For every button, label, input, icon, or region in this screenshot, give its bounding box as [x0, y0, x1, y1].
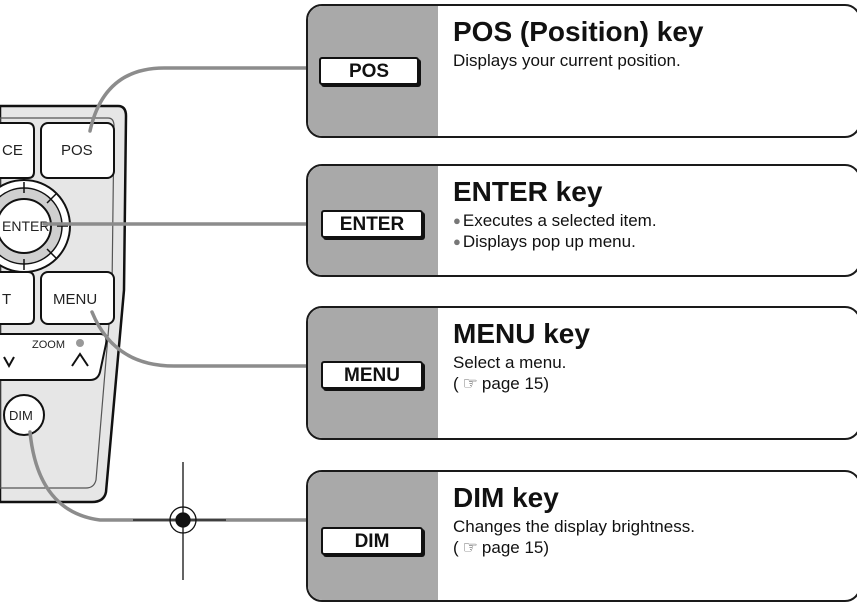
pos-key-description: Displays your current position. [453, 51, 681, 70]
hand-pointer-icon: ☞ [462, 538, 478, 557]
svg-text:MENU: MENU [53, 291, 97, 308]
svg-text:T: T [2, 291, 11, 308]
remote-dpad: ENTER [0, 179, 71, 273]
zoom-up-arrow-icon [71, 352, 89, 367]
remote-ce-button: CE [0, 122, 35, 179]
svg-text:POS: POS [61, 142, 93, 159]
menu-key-title: MENU key [453, 318, 590, 349]
remote-pos-button: POS [40, 122, 115, 179]
registration-mark-icon [133, 462, 226, 580]
pos-key-panel: POS POS (Position) key Displays your cur… [306, 4, 857, 138]
remote-zoom-rocker: ZOOM [0, 333, 108, 381]
dim-key-description: Changes the display brightness. [453, 517, 695, 536]
dim-key-label: DIM [321, 527, 423, 555]
hand-pointer-icon: ☞ [462, 374, 478, 393]
remote-menu-button: MENU [40, 271, 115, 325]
menu-key-description: Select a menu. [453, 353, 567, 372]
enter-key-panel: ENTER ENTER key Executes a selected item… [306, 164, 857, 277]
remote-t-button: T [0, 271, 35, 325]
svg-text:DIM: DIM [9, 408, 33, 423]
zoom-down-arrow-icon [3, 356, 15, 369]
leader-line-menu [90, 310, 308, 368]
pos-key-label: POS [319, 57, 419, 85]
dim-page-reference: (☞page 15) [453, 538, 550, 557]
svg-text:ZOOM: ZOOM [32, 339, 65, 351]
remote-dim-button: DIM [3, 394, 45, 436]
dim-key-title: DIM key [453, 482, 559, 513]
menu-key-label: MENU [321, 361, 423, 389]
leader-line-dim [28, 430, 308, 522]
enter-key-bullet-1: Executes a selected item. [453, 210, 855, 231]
enter-key-title: ENTER key [453, 176, 603, 207]
dim-key-panel: DIM DIM key Changes the display brightne… [306, 470, 857, 602]
enter-key-label: ENTER [321, 210, 423, 238]
menu-page-reference: (☞page 15) [453, 374, 550, 393]
menu-key-panel: MENU MENU key Select a menu. (☞page 15) [306, 306, 857, 440]
enter-key-bullet-2: Displays pop up menu. [453, 231, 855, 252]
pos-key-title: POS (Position) key [453, 16, 704, 47]
svg-text:CE: CE [2, 142, 23, 159]
leader-line-pos [88, 66, 308, 133]
svg-text:ENTER: ENTER [2, 218, 49, 234]
